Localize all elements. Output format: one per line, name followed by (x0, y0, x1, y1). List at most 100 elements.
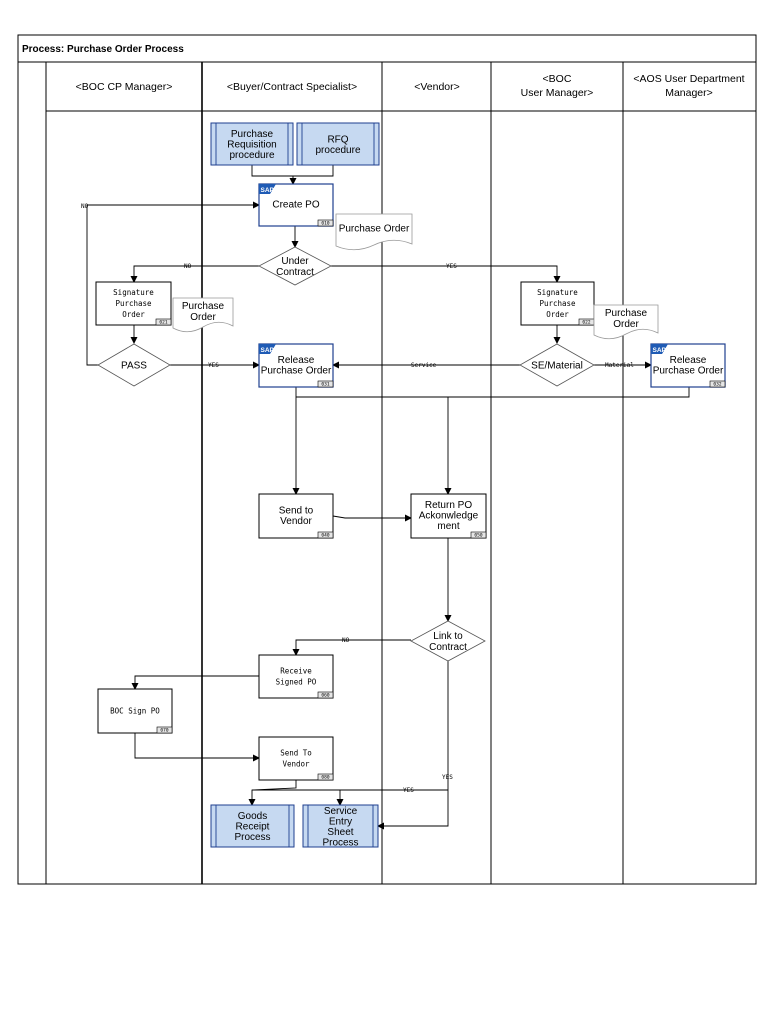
step-code-tag (317, 691, 334, 699)
node-label: Sheet (327, 827, 353, 838)
step-code: 010 (321, 221, 329, 227)
decision-shape (410, 620, 486, 662)
lane-header-boc-user-manager: <BOC (543, 73, 572, 85)
edge-label-contract-no: NO (184, 263, 192, 270)
node-label: Purchase Order (653, 365, 724, 376)
task-shape (258, 493, 334, 539)
document-shape (335, 213, 413, 251)
node-label: Purchase Order (261, 365, 332, 376)
node-label: Signature (113, 288, 154, 297)
step-code: 050 (474, 533, 482, 539)
process-title: Process: Purchase Order Process (22, 44, 184, 55)
sap-icon: SAP (651, 344, 668, 354)
task-shape (95, 281, 172, 326)
node-label: Entry (329, 816, 352, 827)
node-label: Release (670, 355, 707, 366)
edge-label-service: Service (411, 362, 437, 369)
edge-label-pass-no: NO (81, 203, 89, 210)
node-se-material[interactable]: SE/Material (519, 343, 595, 387)
node-doc-po-1[interactable]: Purchase Order (335, 213, 413, 251)
node-label: Requisition (227, 140, 276, 151)
node-label: SE/Material (531, 361, 583, 372)
step-code: 022 (582, 320, 590, 326)
edge-label-send-yes: YES (403, 787, 414, 794)
step-code: 031 (321, 382, 329, 388)
node-label: Goods (238, 811, 267, 822)
node-label: Signature (537, 288, 578, 297)
node-label: ment (437, 521, 459, 532)
node-label: Contract (276, 267, 314, 278)
lane-header-aos-manager: <AOS User Department (633, 73, 744, 85)
step-code: 070 (160, 728, 168, 734)
node-label: PASS (121, 361, 147, 372)
step-code: 021 (159, 320, 167, 326)
task-shape (520, 281, 595, 326)
edge-label-material: Material (605, 362, 634, 369)
node-label: Purchase (182, 301, 225, 312)
node-label: Order (122, 310, 145, 319)
lane-header-aos-manager: Manager> (665, 87, 713, 99)
node-label: Contract (429, 642, 467, 653)
node-label: Release (278, 355, 315, 366)
node-label: Under (281, 256, 309, 267)
edge-label-contract-yes: YES (446, 263, 457, 270)
node-label: Process (234, 832, 270, 843)
sap-icon-label: SAP (653, 347, 667, 354)
node-label: Receipt (236, 822, 270, 833)
node-label: BOC Sign PO (110, 707, 160, 716)
step-code-tag (155, 318, 172, 326)
document-shape (593, 304, 659, 340)
node-label: Signed PO (276, 678, 317, 687)
node-label: Send To (280, 749, 312, 758)
step-code-tag (317, 531, 334, 539)
step-code: 032 (713, 382, 721, 388)
lane-header-vendor: <Vendor> (414, 81, 460, 93)
sap-icon: SAP (259, 344, 276, 354)
step-code-tag (317, 380, 334, 388)
node-label: Purchase (605, 308, 648, 319)
decision-shape (519, 343, 595, 387)
subprocess-shape (210, 122, 294, 166)
diagram-frame (17, 34, 757, 885)
lane-header-boc-cp-manager: <BOC CP Manager> (76, 81, 173, 93)
node-label: Ackonwledge (419, 511, 479, 522)
task-shape (97, 688, 173, 734)
decision-shape (97, 343, 171, 387)
sap-icon-label: SAP (261, 187, 275, 194)
subprocess-shape (296, 122, 380, 166)
node-label: Purchase (115, 299, 152, 308)
node-create-po[interactable]: Create PO SAP 010 (258, 183, 334, 227)
edge-label-pass-yes: YES (208, 362, 219, 369)
node-label: Order (190, 312, 216, 323)
node-label: Create PO (272, 200, 319, 211)
step-code-tag (709, 380, 726, 388)
node-label: procedure (229, 150, 274, 161)
edge-labels: NO NO YES YES Service Material NO YES YE… (81, 203, 634, 794)
subprocess-shape (210, 804, 295, 848)
decision-shape (258, 246, 332, 286)
task-shape (410, 493, 487, 539)
node-pass[interactable]: PASS (97, 343, 171, 387)
step-code-tag (470, 531, 487, 539)
node-label: Vendor (282, 760, 310, 769)
node-label: Process (322, 837, 358, 848)
node-label: Service (324, 806, 358, 817)
node-boc-sign-po[interactable]: BOC Sign PO 070 (97, 688, 173, 734)
